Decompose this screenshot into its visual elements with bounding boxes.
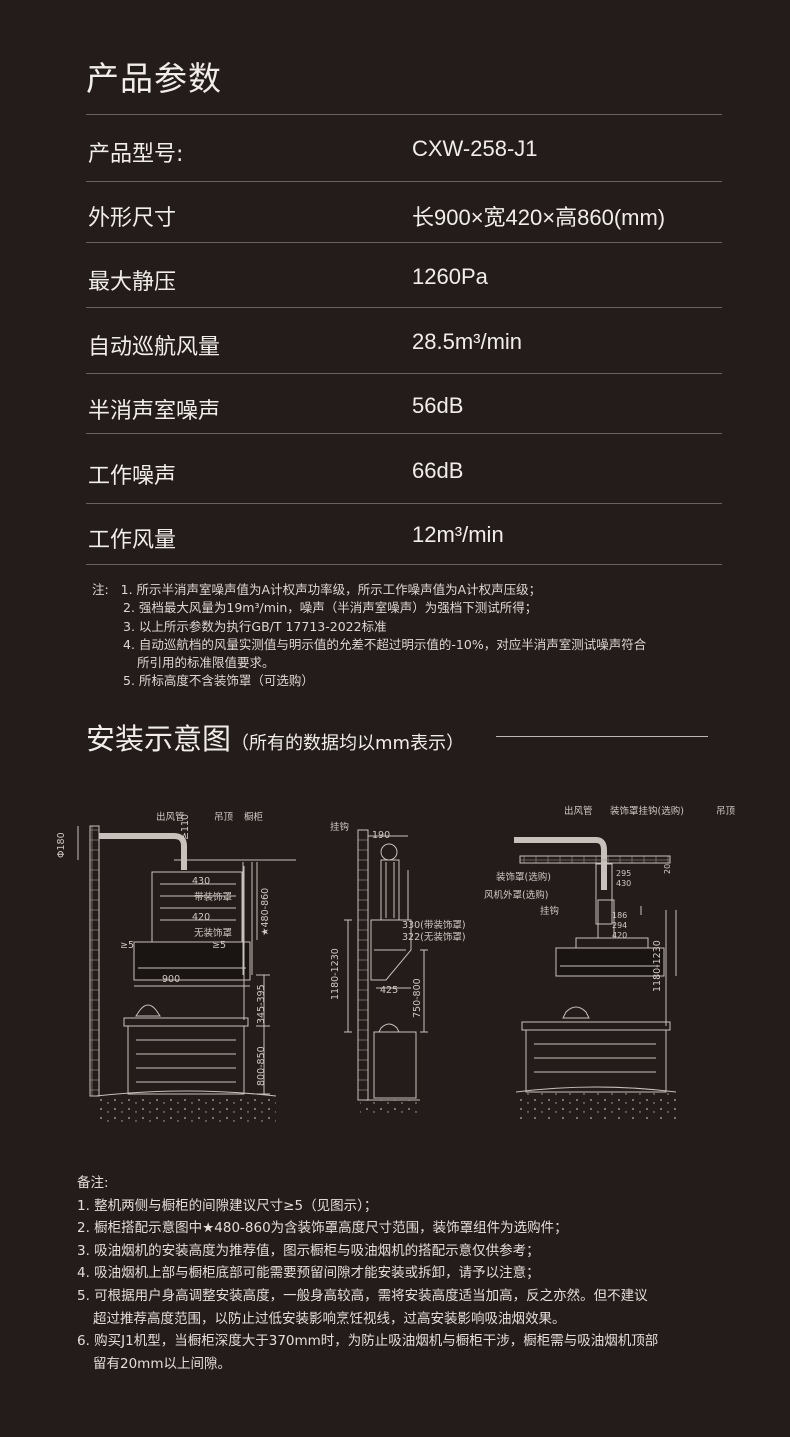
label-d420: 420 (192, 912, 210, 923)
remarks: 备注: 1. 整机两侧与橱柜的间隙建议尺寸≥5（见图示）； 2. 橱柜搭配示意图… (77, 1172, 658, 1375)
spec-label-pressure: 最大静压 (88, 270, 177, 295)
spec-value-work-airflow: 12m³/min (412, 522, 504, 547)
page-title: 产品参数 (86, 59, 222, 98)
label-h800: 800-850 (256, 1046, 267, 1086)
install-title: 安装示意图（所有的数据均以mm表示） (86, 722, 465, 756)
label-cabinet: 橱柜 (244, 811, 264, 823)
label-d430-right: 430 (616, 879, 631, 888)
label-outlet: 出风管 (156, 811, 185, 823)
label-h345: 345-395 (256, 984, 267, 1024)
label-cover-hook: 装饰罩挂钩(选购) (610, 805, 684, 817)
label-d425: 425 (380, 985, 398, 996)
label-cover: 装饰罩(选购) (496, 871, 551, 883)
note-line: 2. 强档最大风量为19m³/min，噪声（半消声室噪声）为强档下测试所得； (123, 600, 538, 616)
spec-label-model: 产品型号: (88, 142, 184, 167)
label-d420-right: 420 (612, 931, 627, 940)
label-phi180: Φ180 (56, 832, 67, 858)
label-d295: 295 (616, 869, 631, 878)
install-subtitle: （所有的数据均以mm表示） (231, 733, 465, 754)
label-d110: ≥110 (180, 814, 191, 840)
spec-value-work-noise: 66dB (412, 458, 464, 483)
label-ceiling: 吊顶 (214, 812, 234, 823)
divider (86, 114, 722, 115)
label-shell: 风机外罩(选购) (484, 889, 548, 901)
divider (86, 181, 722, 182)
right-diagram (514, 837, 677, 1120)
note-line: 所引用的标准限值要求。 (137, 655, 275, 671)
label-d190: 190 (372, 830, 390, 841)
note-line: 注: 1. 所示半消声室噪声值为A计权声功率级，所示工作噪声值为A计权声压级； (92, 582, 542, 597)
label-d294: 294 (612, 921, 627, 930)
label-gap-right: ≥5 (212, 940, 226, 951)
label-outlet-right: 出风管 (564, 805, 593, 817)
divider (86, 433, 722, 434)
label-w900: 900 (162, 974, 180, 985)
spec-value-chamber-noise: 56dB (412, 393, 464, 418)
remark-line: 超过推荐高度范围，以防止过低安装影响烹饪视线，过高安装影响吸油烟效果。 (93, 1310, 566, 1327)
divider (86, 503, 722, 504)
label-gap-left: ≥5 (120, 940, 134, 951)
label-d20: 20 (663, 864, 672, 874)
middle-diagram (344, 829, 428, 1116)
spec-label-chamber-noise: 半消声室噪声 (88, 399, 221, 424)
divider (86, 373, 722, 374)
installation-diagram: Φ180 出风管 吊顶 橱柜 ≥110 430 带装饰罩 420 无装饰罩 ★4… (56, 805, 736, 1124)
spec-label-work-airflow: 工作风量 (88, 528, 177, 553)
spec-value-model: CXW-258-J1 (412, 136, 538, 161)
remark-line: 4. 吸油烟机上部与橱柜底部可能需要预留间隙才能安装或拆卸，请予以注意； (77, 1265, 540, 1282)
spec-value-size: 长900×宽420×高860(mm) (412, 205, 666, 230)
label-d430: 430 (192, 876, 210, 887)
spec-label-cruise-airflow: 自动巡航风量 (88, 335, 221, 360)
label-d330: 330(带装饰罩) (402, 919, 466, 931)
note-line: 3. 以上所示参数为执行GB/T 17713-2022标准 (123, 618, 387, 634)
remark-line: 2. 橱柜搭配示意图中★480-860为含装饰罩高度尺寸范围，装饰罩组件为选购件… (77, 1220, 568, 1237)
remark-line: 5. 可根据用户身高调整安装高度，一般身高较高，需将安装高度适当加高，反之亦然。… (77, 1287, 648, 1304)
remark-line: 1. 整机两侧与橱柜的间隙建议尺寸≥5（见图示）； (77, 1197, 378, 1214)
spec-value-pressure: 1260Pa (412, 264, 488, 289)
label-h1180-mid: 1180-1230 (330, 948, 341, 1000)
remark-line: 留有20mm以上间隙。 (93, 1355, 231, 1372)
spec-notes: 注: 1. 所示半消声室噪声值为A计权声功率级，所示工作噪声值为A计权声压级； … (92, 581, 646, 691)
remark-line: 6. 购买J1机型，当橱柜深度大于370mm时，为防止吸油烟机与橱柜干涉，橱柜需… (77, 1333, 659, 1350)
label-range: ★480-860 (260, 888, 271, 936)
note-line: 5. 所标高度不含装饰罩（可选购） (123, 673, 314, 689)
label-with-cover: 带装饰罩 (194, 891, 232, 903)
label-hook-right: 挂钩 (540, 905, 559, 917)
spec-label-work-noise: 工作噪声 (88, 464, 177, 489)
label-without-cover: 无装饰罩 (194, 927, 232, 939)
label-d186: 186 (612, 911, 627, 920)
spec-value-cruise-airflow: 28.5m³/min (412, 329, 523, 354)
divider (86, 307, 722, 308)
note-line: 4. 自动巡航档的风量实测值与明示值的允差不超过明示值的-10%，对应半消声室测… (123, 636, 647, 652)
left-diagram (77, 825, 296, 1124)
divider (496, 736, 708, 737)
divider (86, 242, 722, 243)
remarks-title: 备注: (77, 1175, 109, 1191)
label-hook: 挂钩 (330, 821, 349, 833)
label-ceiling-right: 吊顶 (716, 806, 736, 817)
label-h1180-right: 1180-1230 (652, 940, 663, 992)
label-h750: 750-800 (412, 978, 423, 1018)
label-d322: 322(无装饰罩) (402, 931, 466, 943)
spec-label-size: 外形尺寸 (88, 206, 177, 231)
divider (86, 564, 722, 565)
remark-line: 3. 吸油烟机的安装高度为推荐值，图示橱柜与吸油烟机的搭配示意仅供参考； (77, 1242, 540, 1259)
